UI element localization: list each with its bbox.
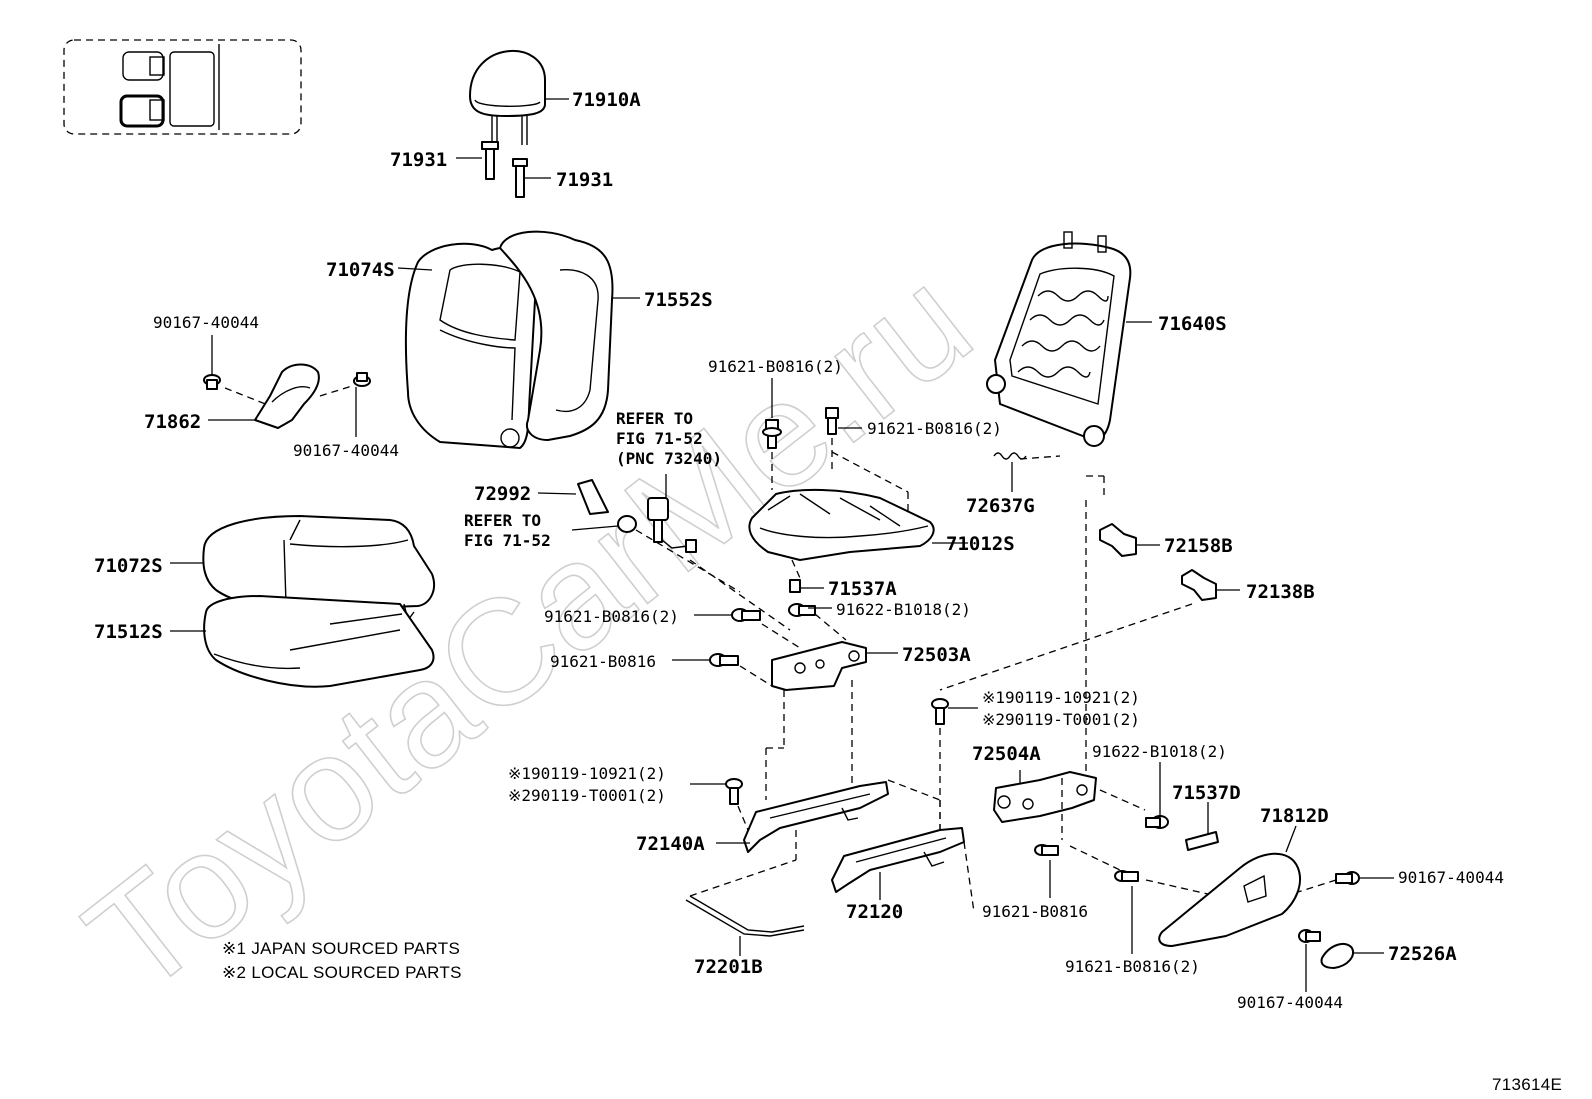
cushion-pad-71512S — [203, 595, 435, 688]
label-72503A: 72503A — [902, 644, 971, 666]
refer-upper-1: REFER TO — [616, 409, 693, 428]
bolt-91621-B0816-top-left — [762, 419, 782, 449]
seatback-cover-71074S — [404, 242, 537, 449]
seat-track-72140A — [743, 781, 889, 853]
label-91621-B0816-low: 91621-B0816 — [982, 902, 1088, 921]
label-190119-right: ※190119-10921(2) — [982, 688, 1140, 707]
bolt-91621-B0816-mid — [731, 608, 761, 622]
cover-72158B — [1099, 523, 1137, 557]
cover-71537D — [1185, 831, 1219, 851]
seatback-pad-71552S — [499, 230, 614, 441]
headrest-guide-71931 — [481, 141, 528, 198]
label-91621-B0816-2-top: 91621-B0816(2) — [708, 357, 843, 376]
seat-track-72120 — [831, 827, 965, 893]
label-71910A: 71910A — [572, 89, 641, 111]
label-91621-B0816-2-mid: 91621-B0816(2) — [544, 607, 679, 626]
label-90167-40044-a: 90167-40044 — [153, 313, 259, 332]
label-72140A: 72140A — [636, 833, 705, 855]
cushion-frame-71012S — [748, 488, 935, 561]
label-72504A: 72504A — [972, 743, 1041, 765]
label-71640S: 71640S — [1158, 313, 1227, 335]
seat-locator-inset — [63, 39, 302, 135]
label-71512S: 71512S — [94, 621, 163, 643]
cover-72992 — [577, 479, 609, 515]
label-72637G: 72637G — [966, 495, 1035, 517]
label-71552S: 71552S — [644, 289, 713, 311]
screw-90167-40044-a — [203, 374, 221, 390]
label-72120: 72120 — [846, 901, 903, 923]
label-71012S: 71012S — [946, 533, 1015, 555]
refer-upper-2: FIG 71-52 — [616, 429, 703, 448]
label-71812D: 71812D — [1260, 805, 1329, 827]
bolt-190119-10921-left — [725, 778, 743, 805]
label-71072S: 71072S — [94, 555, 163, 577]
refer-upper-3: (PNC 73240) — [616, 449, 722, 468]
note-local-sourced: ※2 LOCAL SOURCED PARTS — [222, 963, 462, 982]
headrest-71910A — [469, 50, 546, 145]
label-72138B: 72138B — [1246, 581, 1315, 603]
screw-90167-40044-b — [353, 372, 371, 387]
label-91621-B0816-2-top2: 91621-B0816(2) — [867, 419, 1002, 438]
label-91622-B1018-2-mid: 91622-B1018(2) — [836, 600, 971, 619]
bolt-91621-B0816-low2 — [1114, 870, 1139, 882]
cap-72526A — [1320, 942, 1354, 969]
refer-lower-1: REFER TO — [464, 511, 541, 530]
label-71537D: 71537D — [1172, 782, 1241, 804]
grommet — [617, 515, 637, 533]
label-71862: 71862 — [144, 411, 201, 433]
refer-lower-2: FIG 71-52 — [464, 531, 551, 550]
adjuster-72504A — [993, 771, 1097, 823]
label-72992: 72992 — [474, 483, 531, 505]
bolt-91622-B1018-mid — [788, 603, 816, 617]
adjuster-72503A — [771, 641, 867, 691]
bolt-190119-10921-right — [931, 698, 949, 725]
image-code: 713614E — [1492, 1075, 1562, 1094]
label-290119-right: ※290119-T0001(2) — [982, 710, 1140, 729]
label-71931-right: 71931 — [556, 169, 613, 191]
label-71537A: 71537A — [828, 578, 897, 600]
label-71931-left: 71931 — [390, 149, 447, 171]
bolt-91621-B0816-single — [709, 653, 739, 667]
cover-72138B — [1181, 569, 1217, 601]
wire-72201B — [685, 895, 805, 937]
spring-72637G — [993, 452, 1061, 460]
label-90167-40044-c: 90167-40044 — [1398, 868, 1504, 887]
label-72201B: 72201B — [694, 956, 763, 978]
screw-90167-40044-d — [1298, 929, 1321, 943]
seatback-frame-71640S — [986, 231, 1132, 447]
cover-71862 — [254, 363, 320, 429]
label-90167-40044-b: 90167-40044 — [293, 441, 399, 460]
label-72158B: 72158B — [1164, 535, 1233, 557]
label-290119-left: ※290119-T0001(2) — [508, 786, 666, 805]
bolt-91622-B1018-right — [1145, 815, 1169, 829]
seatbelt-buckle — [647, 497, 697, 553]
side-shield-71812D — [1158, 852, 1301, 947]
bolt-91621-B0816-top-right — [825, 407, 839, 435]
cushion-cover-71072S — [202, 515, 436, 622]
label-72526A: 72526A — [1388, 943, 1457, 965]
label-91621-B0816-2-low: 91621-B0816(2) — [1065, 957, 1200, 976]
bolt-91621-B0816-low — [1034, 844, 1059, 856]
note-japan-sourced: ※1 JAPAN SOURCED PARTS — [222, 939, 460, 958]
label-91622-B1018-2-right: 91622-B1018(2) — [1092, 742, 1227, 761]
label-90167-40044-d: 90167-40044 — [1237, 993, 1343, 1012]
label-190119-left: ※190119-10921(2) — [508, 764, 666, 783]
label-71074S: 71074S — [326, 259, 395, 281]
screw-90167-40044-c — [1335, 871, 1360, 885]
label-91621-B0816-single: 91621-B0816 — [550, 652, 656, 671]
